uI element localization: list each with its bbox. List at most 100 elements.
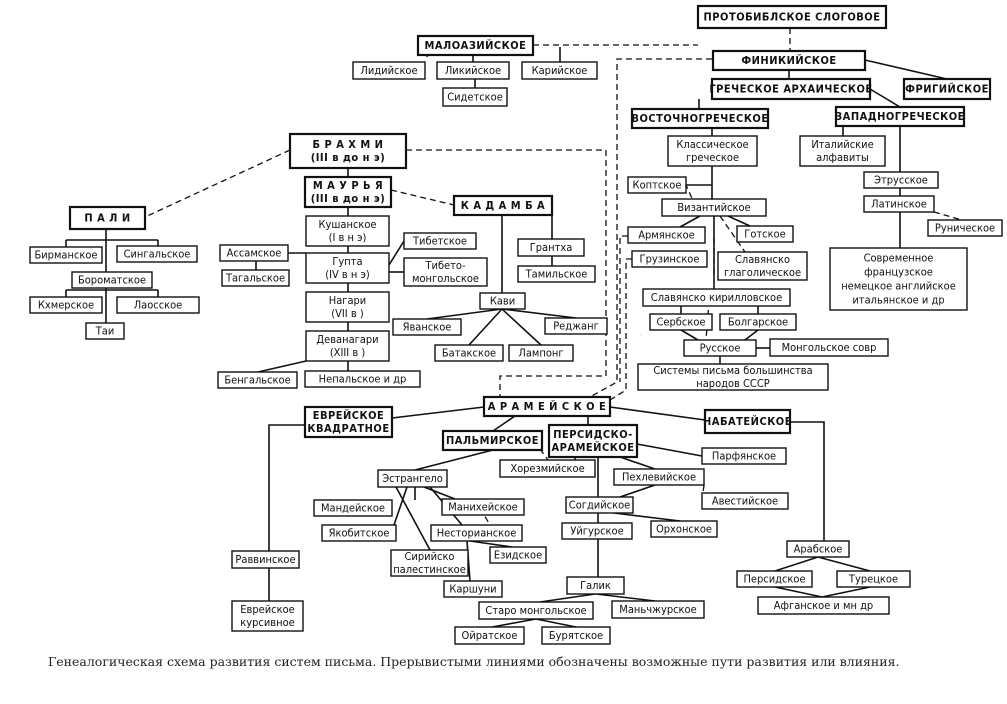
node-assam: Ассамское — [219, 244, 289, 262]
node-label-evr_kurs-0: Еврейское — [240, 603, 294, 616]
node-box-kariyskoe — [521, 61, 598, 80]
node-label-evr_kv-0: ЕВРЕЙСКОЕ — [313, 409, 385, 422]
node-label-brahmi-0: Б Р А Х М И — [313, 138, 384, 151]
node-label-finik-0: ФИНИКИЙСКОЕ — [741, 54, 836, 67]
node-sidetskoe: Сидетское — [442, 87, 508, 107]
solid-connector-72 — [817, 556, 871, 572]
node-manchzh: Маньчжурское — [611, 600, 705, 619]
node-label-gruzin-0: Грузинское — [640, 253, 700, 266]
node-label-kariyskoe-0: Карийское — [532, 64, 588, 77]
node-box-oirat — [454, 626, 525, 645]
node-box-brahmi — [288, 132, 408, 170]
node-box-sidetskoe — [442, 87, 508, 107]
node-label-sovrem-2: немецкое английское — [841, 280, 956, 293]
node-koptskoe: Коптское — [627, 176, 687, 194]
node-horezm: Хорезмийское — [499, 459, 596, 478]
node-label-gupta-1: (IV в н э) — [325, 268, 370, 281]
solid-connector-48 — [268, 424, 305, 551]
node-kadamba: К А Д А М Б А — [452, 194, 554, 217]
node-box-glagol — [717, 251, 808, 281]
node-label-protobybl-0: ПРОТОБИБЛСКОЕ СЛОГОВОЕ — [704, 11, 881, 24]
dashed-connector-8 — [390, 189, 455, 206]
node-box-manih — [441, 498, 525, 516]
node-maurya: М А У Р Ь Я(III в до н э) — [303, 175, 393, 209]
solid-connector-17 — [679, 215, 701, 228]
node-vizant: Византийское — [661, 198, 767, 217]
node-kirill: Славянско кирилловское — [642, 288, 791, 307]
node-label-aram-0: А Р А М Е Й С К О Е — [488, 400, 606, 413]
solid-connector-57 — [393, 486, 408, 526]
node-box-grech_arh — [710, 77, 872, 101]
node-box-grantha — [517, 238, 585, 257]
solid-connector-71 — [774, 556, 819, 572]
solid-connector-42 — [501, 308, 542, 346]
node-label-pali-0: П А Л И — [84, 212, 130, 225]
node-label-ezid-0: Езидское — [494, 549, 542, 562]
node-label-oirat-0: Ойратское — [462, 629, 518, 642]
node-manih: Манихейское — [441, 498, 525, 516]
node-label-nepal-0: Непальское и др — [319, 373, 407, 386]
node-label-persid-0: Персидское — [743, 573, 805, 586]
solid-connector-7 — [869, 88, 901, 108]
solid-connector-70 — [535, 618, 577, 628]
node-box-parf — [701, 447, 787, 465]
node-gruzin: Грузинское — [631, 250, 708, 268]
node-box-tibet — [403, 232, 477, 250]
node-protobybl: ПРОТОБИБЛСКОЕ СЛОГОВОЕ — [696, 4, 888, 30]
node-ravvin: Раввинское — [231, 550, 300, 569]
node-label-serb-0: Сербское — [657, 316, 706, 329]
node-label-klass-0: Классическое — [676, 138, 748, 151]
node-label-avest-0: Авестийское — [712, 495, 778, 508]
node-box-gupta — [305, 252, 390, 284]
node-label-sovrem-1: французское — [864, 266, 933, 279]
node-label-assam-0: Ассамское — [227, 247, 282, 260]
node-label-estrang-0: Эстрангело — [382, 472, 443, 485]
node-box-turets — [836, 570, 911, 588]
node-label-nestor-0: Несторианское — [437, 527, 517, 540]
node-nabat: НАБАТЕЙСКОЕ — [703, 408, 791, 435]
node-box-batak — [434, 344, 504, 362]
node-lampong: Лампонг — [508, 344, 574, 362]
node-box-manchzh — [611, 600, 705, 619]
node-label-tai-0: Таи — [95, 325, 115, 338]
node-label-brahmi-1: (III в до н э) — [311, 151, 386, 164]
node-label-sogd-0: Согдийское — [569, 499, 630, 512]
node-label-buryat-0: Бурятское — [549, 629, 603, 642]
node-label-sovrem-3: итальянское и др — [852, 294, 944, 307]
node-box-kushan — [305, 215, 390, 247]
solid-connector-67 — [539, 593, 596, 603]
node-box-laos — [116, 296, 200, 314]
node-tibmong: Тибето-монгольское — [403, 257, 488, 287]
node-maloaz: МАЛОАЗИЙСКОЕ — [416, 34, 535, 57]
node-staromong: Старо монгольское — [478, 601, 594, 620]
node-label-grech_arh-0: ГРЕЧЕСКОЕ АРХАИЧЕСКОЕ — [709, 83, 872, 96]
node-box-kadamba — [452, 194, 554, 217]
node-box-koptskoe — [627, 176, 687, 194]
node-box-tamil — [517, 265, 596, 283]
node-latin: Латинское — [863, 195, 935, 213]
node-gupta: Гупта(IV в н э) — [305, 252, 390, 284]
node-label-sir_pal-1: палестинское — [393, 563, 466, 576]
node-zapgrech: ЗАПАДНОГРЕЧЕСКОЕ — [834, 105, 966, 128]
node-box-aram — [482, 395, 612, 418]
node-gotsk: Готское — [736, 225, 794, 243]
node-buryat: Бурятское — [541, 626, 611, 645]
solid-connector-60 — [469, 540, 513, 548]
solid-connector-68 — [595, 593, 656, 602]
node-russ: Русское — [683, 339, 757, 357]
node-label-yavan-0: Яванское — [403, 321, 452, 334]
node-kariyskoe: Карийское — [521, 61, 598, 80]
node-label-turets-0: Турецкое — [848, 573, 898, 586]
node-box-protobybl — [696, 4, 888, 30]
node-ezid: Езидское — [489, 546, 547, 564]
node-label-laos-0: Лаосское — [134, 299, 183, 312]
node-mandei: Мандейское — [313, 499, 393, 517]
node-tagal: Тагальское — [221, 269, 290, 287]
node-box-galik — [566, 576, 625, 595]
solid-connector-20 — [680, 329, 699, 341]
node-label-maurya-1: (III в до н э) — [311, 192, 386, 205]
node-uigur: Уйгурское — [561, 522, 633, 540]
node-box-boromat — [71, 271, 153, 289]
